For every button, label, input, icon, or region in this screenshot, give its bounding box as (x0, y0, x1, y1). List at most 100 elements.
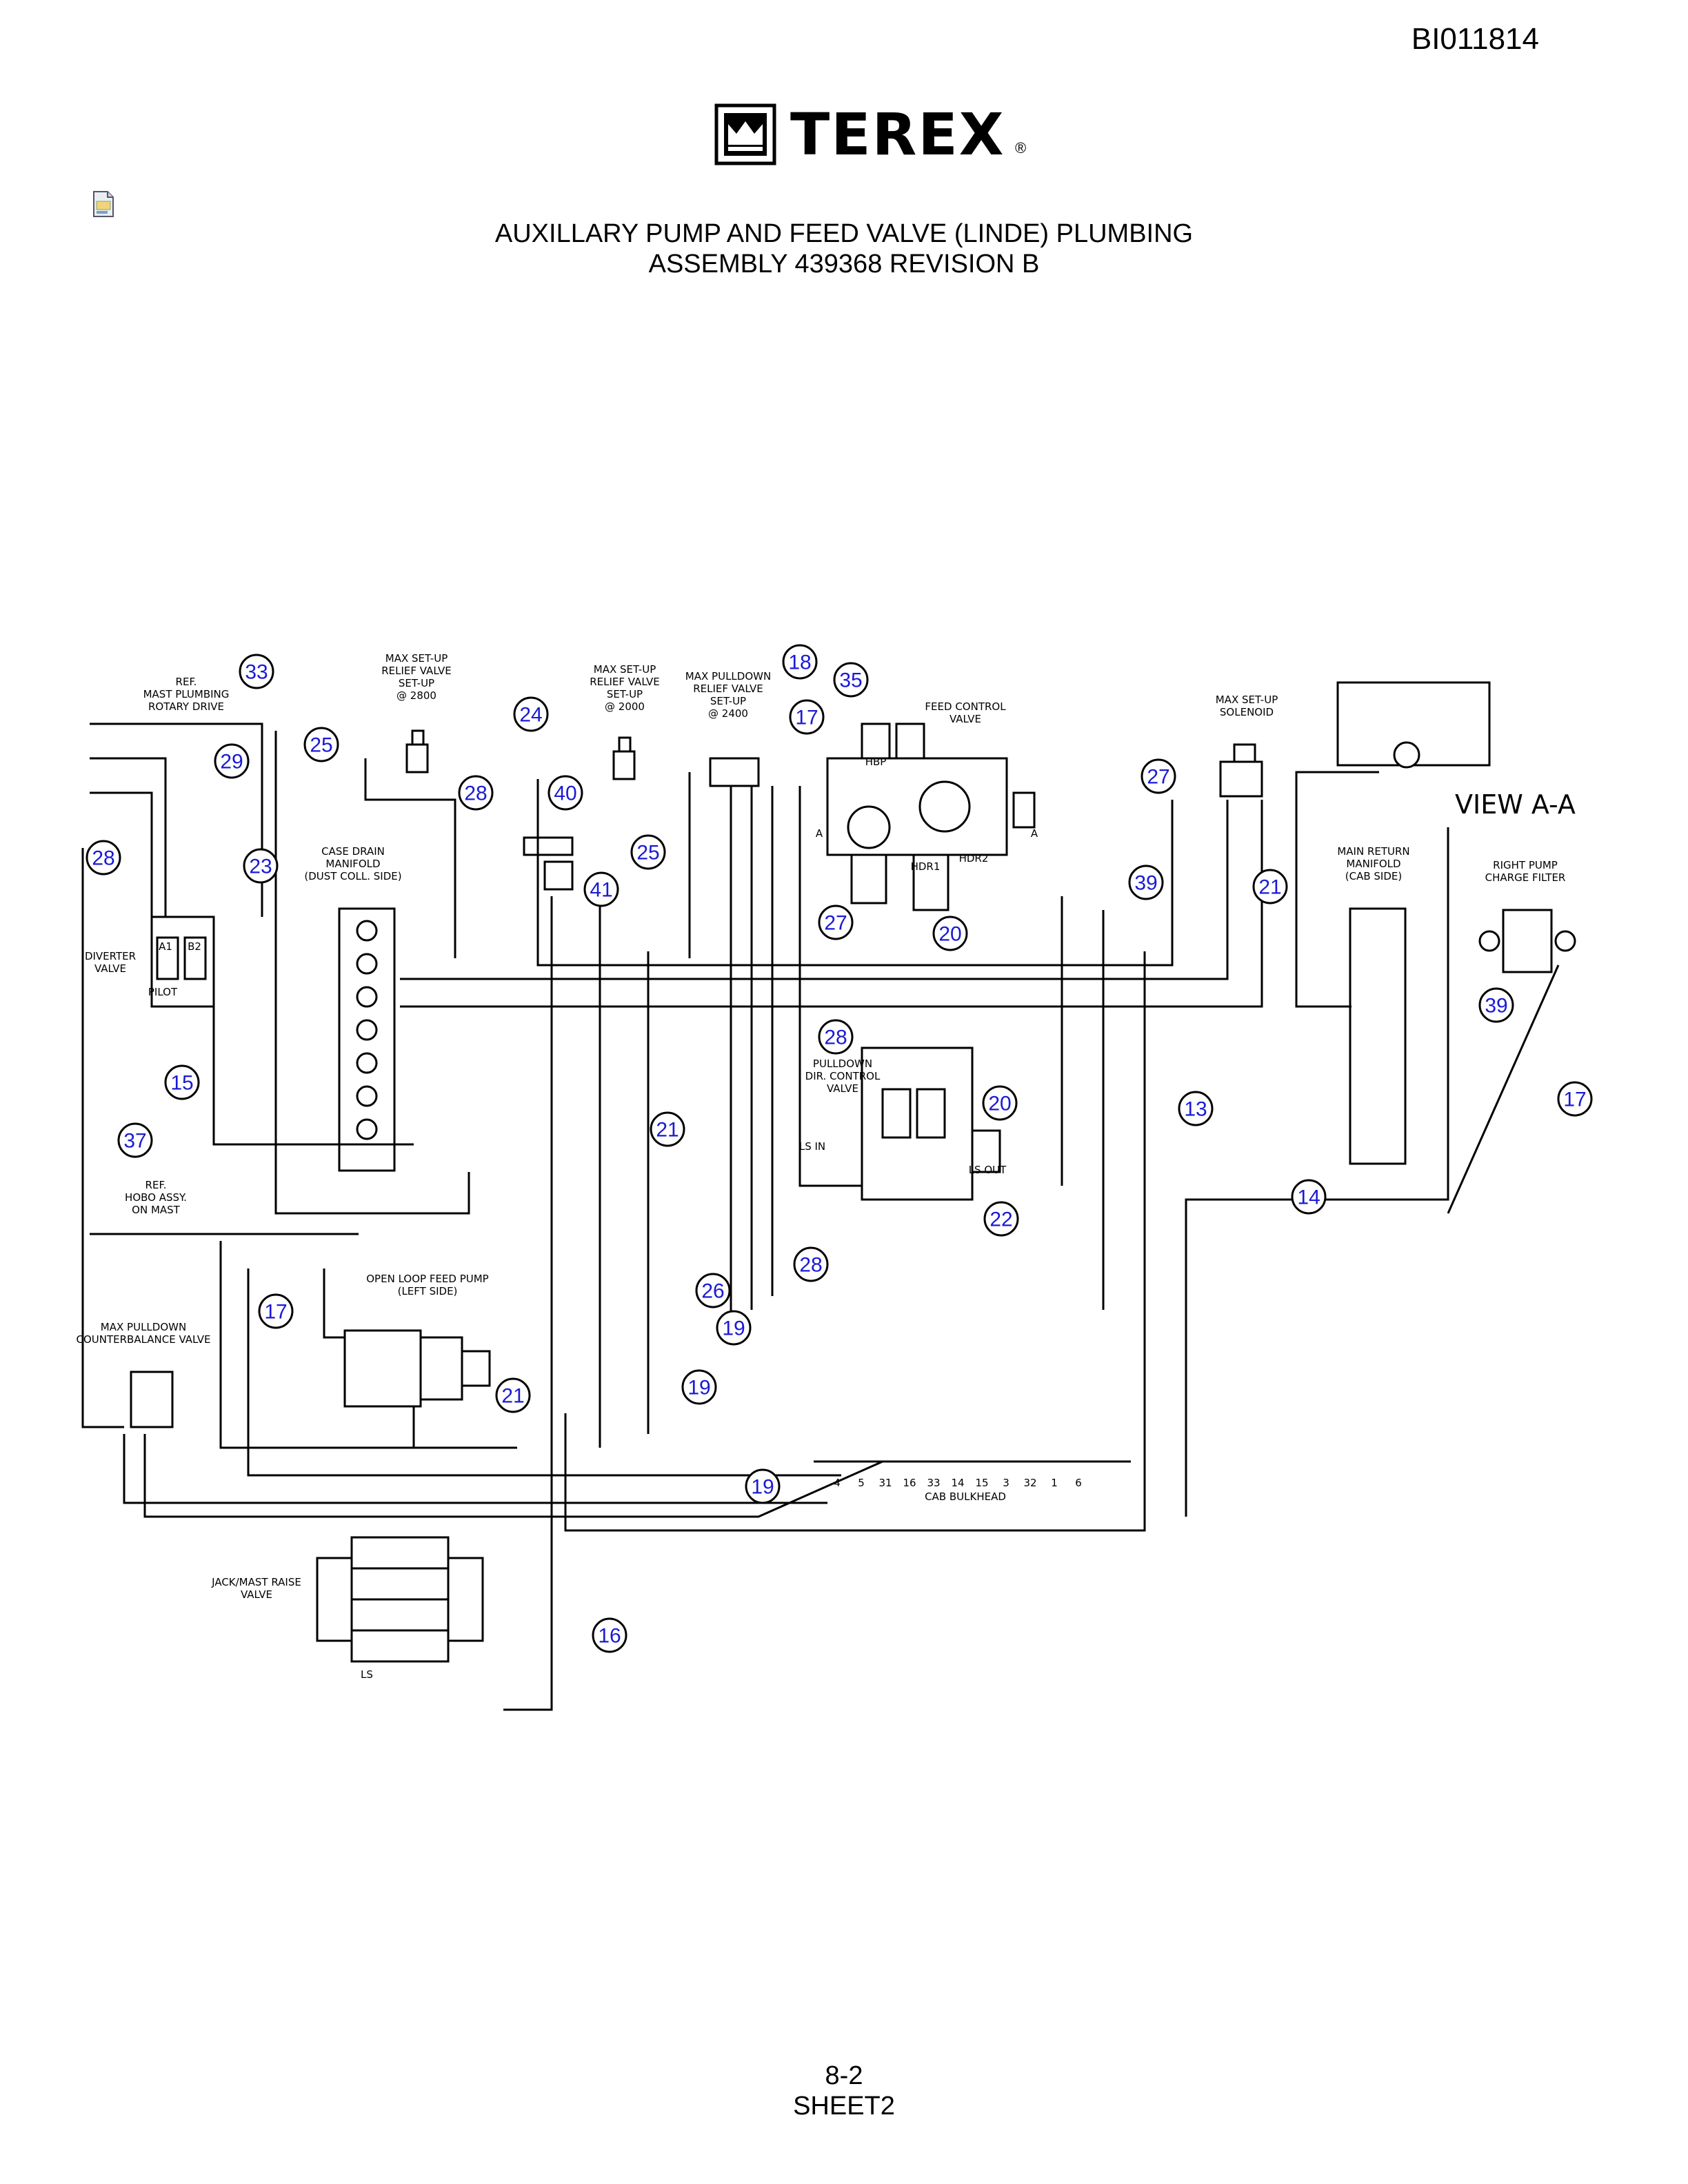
label-main-return: MAIN RETURN (1337, 845, 1409, 858)
svg-text:35: 35 (839, 669, 862, 692)
relief-valve-2800 (405, 729, 429, 774)
port-label: LS (361, 1668, 373, 1681)
case-drain-port (356, 1085, 378, 1107)
label-charge-filter: CHARGE FILTER (1485, 871, 1566, 884)
port-label: B2 (188, 940, 201, 953)
bulkhead-port-label: 3 (1003, 1477, 1009, 1489)
callout-27: 27 (818, 904, 854, 940)
crown-icon (714, 103, 776, 165)
registered-mark: ® (1015, 139, 1027, 156)
page-number: 8-2 (825, 2061, 863, 2090)
callout-27: 27 (1141, 758, 1176, 794)
callout-26: 26 (695, 1273, 731, 1308)
label-case-drain: CASE DRAIN (321, 845, 385, 858)
label-counterbalance: COUNTERBALANCE VALVE (76, 1333, 210, 1346)
bulkhead-port-label: 15 (975, 1477, 988, 1489)
svg-text:19: 19 (751, 1476, 774, 1499)
svg-text:17: 17 (264, 1301, 287, 1324)
svg-text:26: 26 (701, 1280, 724, 1303)
svg-text:16: 16 (598, 1625, 621, 1648)
label-pulldown-dir: VALVE (827, 1082, 858, 1095)
svg-text:15: 15 (170, 1072, 193, 1095)
callout-28: 28 (818, 1019, 854, 1055)
port-label: A1 (159, 940, 172, 953)
callout-39: 39 (1478, 987, 1514, 1023)
label-main-return: (CAB SIDE) (1345, 870, 1402, 882)
callout-21: 21 (1252, 869, 1288, 904)
svg-text:18: 18 (788, 651, 811, 674)
callout-15: 15 (164, 1064, 200, 1100)
callout-19: 19 (745, 1468, 781, 1504)
label-mast-plumbing: REF. (176, 676, 197, 688)
label-pulldown-dir: DIR. CONTROL (805, 1070, 881, 1082)
port-label: PILOT (148, 986, 178, 998)
label-relief-2800: @ 2800 (396, 689, 436, 702)
case-drain-port (356, 1118, 378, 1140)
svg-text:13: 13 (1184, 1098, 1207, 1121)
svg-text:20: 20 (938, 923, 961, 946)
callout-17: 17 (258, 1293, 294, 1329)
callout-40: 40 (547, 775, 583, 811)
svg-text:40: 40 (554, 782, 576, 805)
bulkhead-port-label: 14 (951, 1477, 964, 1489)
label-open-loop: (LEFT SIDE) (398, 1285, 458, 1297)
label-relief-2000: MAX SET-UP (594, 663, 656, 676)
svg-text:24: 24 (519, 704, 542, 727)
callout-28: 28 (458, 775, 494, 811)
case-drain-port (356, 1052, 378, 1074)
label-jack-valve: JACK/MAST RAISE (211, 1576, 301, 1588)
drawing-subtitle: ASSEMBLY 439368 REVISION B (648, 250, 1040, 279)
svg-text:25: 25 (636, 842, 659, 865)
document-icon[interactable] (91, 190, 116, 218)
svg-text:22: 22 (989, 1209, 1012, 1231)
callout-21: 21 (495, 1377, 531, 1413)
counterbalance-valve (130, 1371, 174, 1428)
callout-28: 28 (793, 1246, 829, 1282)
diverter-valve (150, 916, 215, 1008)
label-diverter: DIVERTER (85, 950, 136, 962)
label-hobo: HOBO ASSY. (125, 1191, 187, 1204)
svg-text:21: 21 (656, 1119, 679, 1142)
bulkhead-port-label: 6 (1075, 1477, 1082, 1489)
charge-filter (1478, 909, 1576, 973)
relief-valve-2000 (612, 736, 636, 780)
terex-logo: TEREX ® (714, 103, 1032, 165)
label-solenoid: MAX SET-UP (1216, 694, 1278, 706)
label-case-drain: (DUST COLL. SIDE) (304, 870, 401, 882)
callout-37: 37 (117, 1122, 153, 1158)
bulkhead-port-label: 32 (1023, 1477, 1036, 1489)
bulkhead-port-label: 4 (834, 1477, 841, 1489)
callout-21: 21 (650, 1111, 685, 1147)
drawing-title: AUXILLARY PUMP AND FEED VALVE (LINDE) PL… (494, 219, 1194, 248)
main-return-manifold (1349, 907, 1407, 1165)
pulldown-dir-control-valve (861, 1046, 1001, 1201)
label-relief-2800: SET-UP (399, 677, 434, 689)
bulkhead-port-label: 1 (1051, 1477, 1058, 1489)
case-drain-port (356, 1019, 378, 1041)
callout-33: 33 (239, 654, 274, 689)
callout-14: 14 (1291, 1179, 1327, 1215)
svg-text:33: 33 (245, 661, 268, 684)
svg-text:17: 17 (1563, 1089, 1586, 1111)
callout-20: 20 (932, 916, 968, 951)
callout-22: 22 (983, 1201, 1019, 1237)
callout-23: 23 (243, 848, 279, 884)
valves-near-40 (523, 836, 574, 891)
label-feed-control: VALVE (950, 713, 981, 725)
callout-25: 25 (303, 727, 339, 762)
label-diverter: VALVE (94, 962, 126, 975)
svg-text:39: 39 (1485, 995, 1507, 1018)
hose-lines (81, 722, 1560, 1711)
view-a-a-block (1336, 681, 1491, 769)
callout-19: 19 (716, 1310, 752, 1346)
label-pulldown-relief: MAX PULLDOWN (685, 670, 771, 682)
svg-text:28: 28 (92, 847, 114, 870)
label-cab-bulkhead: CAB BULKHEAD (925, 1490, 1006, 1503)
svg-text:17: 17 (795, 707, 818, 729)
label-pulldown-relief: RELIEF VALVE (693, 682, 763, 695)
svg-text:37: 37 (123, 1130, 146, 1153)
label-solenoid: SOLENOID (1220, 706, 1274, 718)
jack-mast-raise-valve (316, 1536, 484, 1663)
